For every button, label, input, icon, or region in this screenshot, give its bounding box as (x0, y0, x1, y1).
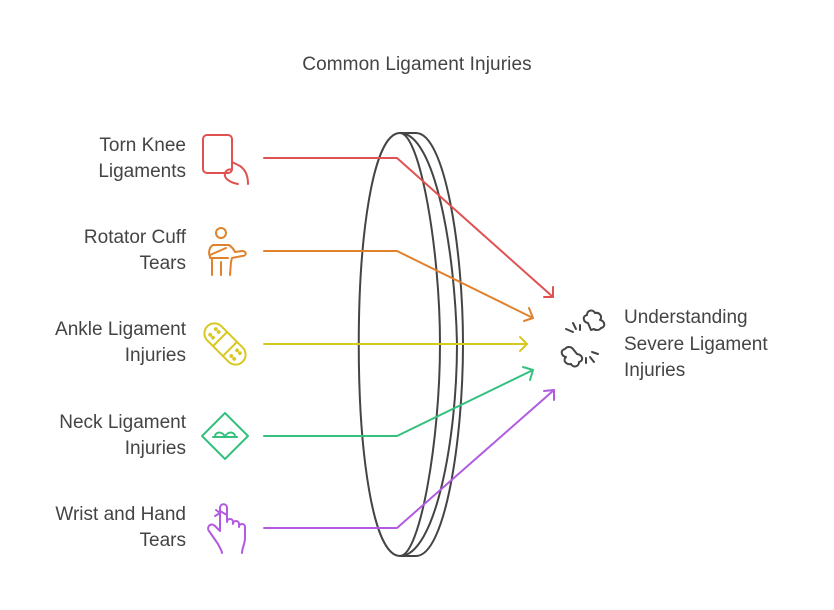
person-arm-sling-icon (208, 227, 247, 276)
arrowhead-icon (543, 389, 555, 401)
result-label-line1: Understanding (624, 307, 748, 328)
result-label-line3: Injuries (624, 360, 686, 381)
item-label-rotator-cuff: Rotator Cuff Tears (6, 225, 186, 277)
connector-neck-ligament (263, 366, 534, 437)
finger-string-icon (207, 503, 246, 554)
item-label-line2: Injuries (124, 438, 186, 459)
broken-bone-icon (560, 309, 606, 368)
arrowhead-icon (519, 336, 528, 352)
connector-line (263, 369, 534, 437)
item-label-line1: Neck Ligament (59, 412, 186, 433)
arrowhead-icon (522, 366, 534, 381)
connector-rotator-cuff (263, 250, 534, 322)
hand-holding-card-icon (202, 134, 249, 185)
item-label-line2: Tears (139, 530, 186, 551)
arrowhead-icon (523, 307, 534, 322)
warning-sign-icon (201, 412, 249, 460)
result-label: Understanding Severe Ligament Injuries (624, 305, 824, 385)
item-label-ankle-ligament: Ankle Ligament Injuries (6, 317, 186, 369)
connector-line (263, 157, 554, 298)
item-label-line2: Injuries (124, 345, 186, 366)
connector-line (263, 250, 534, 319)
diagram-title: Common Ligament Injuries (302, 54, 532, 75)
arrowhead-icon (543, 286, 554, 298)
item-label-line1: Wrist and Hand (55, 504, 186, 525)
connector-line (263, 389, 555, 529)
item-label-wrist-hand: Wrist and Hand Tears (6, 502, 186, 554)
item-label-torn-knee: Torn Knee Ligaments (6, 133, 186, 185)
bandage-icon (203, 322, 247, 366)
connector-torn-knee (263, 157, 554, 298)
item-label-line1: Ankle Ligament (55, 319, 186, 340)
item-label-line2: Tears (139, 253, 186, 274)
connector-ankle-ligament (263, 336, 528, 352)
connector-wrist-hand (263, 389, 555, 529)
item-label-line1: Torn Knee (99, 135, 186, 156)
item-label-neck-ligament: Neck Ligament Injuries (6, 410, 186, 462)
item-label-line1: Rotator Cuff (83, 227, 186, 248)
item-label-line2: Ligaments (98, 161, 186, 182)
result-label-line2: Severe Ligament (624, 333, 768, 355)
